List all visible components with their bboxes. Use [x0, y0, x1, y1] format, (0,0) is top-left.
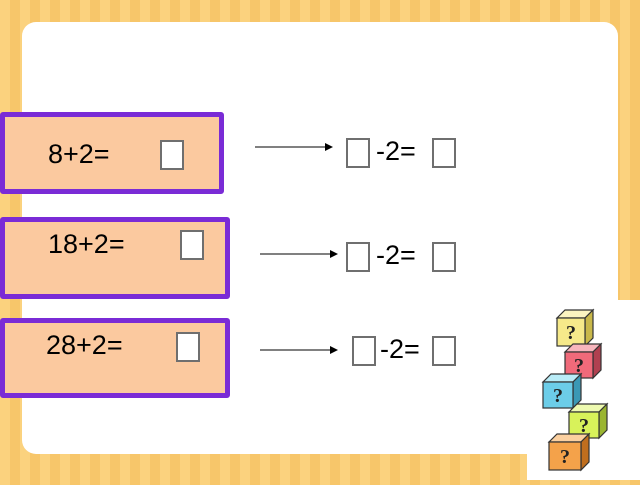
operation-text-1: -2= — [376, 136, 416, 166]
cube-label: ? — [579, 415, 589, 437]
arrow-icon — [255, 143, 333, 151]
cube-label: ? — [560, 446, 570, 468]
arrow-icon — [260, 346, 338, 354]
equation-text-3: 28+2= — [46, 330, 123, 360]
equation-text-2: 18+2= — [48, 229, 125, 259]
cubes-icon: ? ? ? ? ? — [541, 308, 609, 472]
operand-box-2[interactable] — [346, 242, 370, 272]
cube-label: ? — [566, 322, 576, 344]
answer-box-3[interactable] — [176, 332, 200, 362]
equation-text-1: 8+2= — [48, 139, 110, 169]
operand-box-1[interactable] — [346, 138, 370, 168]
cube-label: ? — [574, 355, 584, 377]
cube-label: ? — [553, 385, 563, 407]
question-cubes-illustration: ? ? ? ? ? — [527, 300, 640, 480]
result-box-1[interactable] — [432, 138, 456, 168]
answer-box-2[interactable] — [180, 230, 204, 260]
result-box-2[interactable] — [432, 242, 456, 272]
operand-box-3[interactable] — [352, 336, 376, 366]
result-box-3[interactable] — [432, 336, 456, 366]
equation-card-1 — [0, 112, 224, 194]
answer-box-1[interactable] — [160, 140, 184, 170]
arrow-icon — [260, 250, 338, 258]
operation-text-2: -2= — [376, 240, 416, 270]
operation-text-3: -2= — [380, 334, 420, 364]
